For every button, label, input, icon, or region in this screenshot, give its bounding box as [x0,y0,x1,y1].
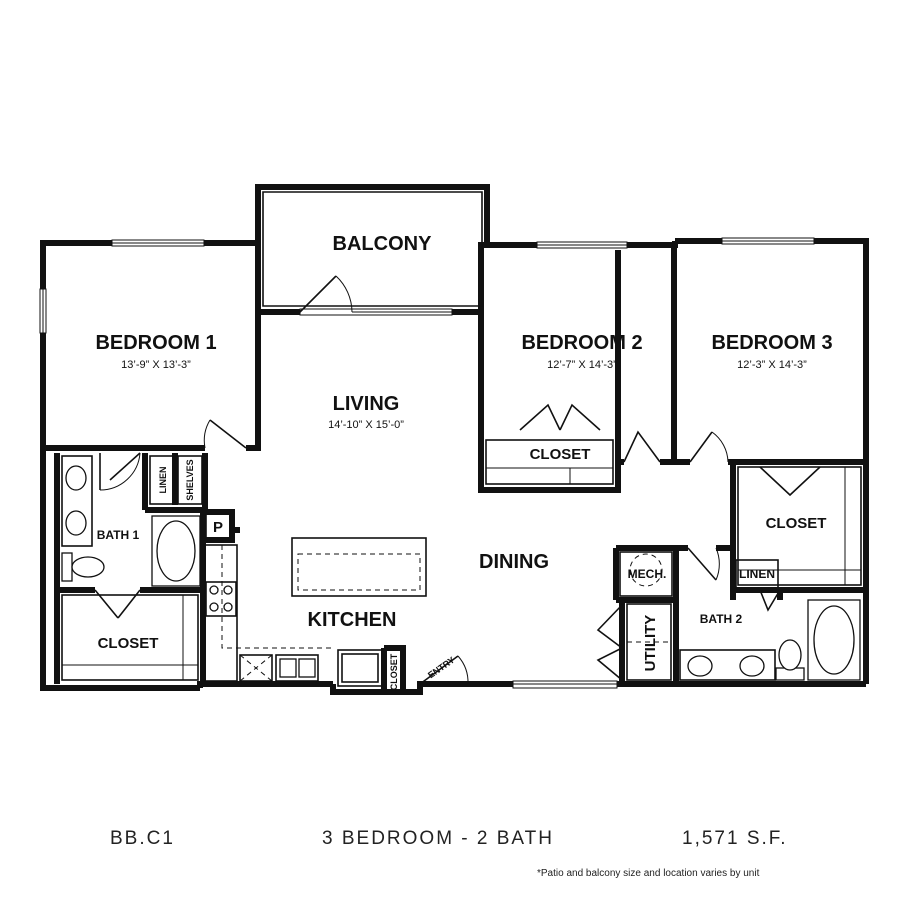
room-dims-living: 14’-10” X 15’-0” [328,419,404,431]
room-label-bedroom-2: BEDROOM 2 [521,332,642,354]
room-label-bath-2: BATH 2 [700,612,743,626]
room-labels: BALCONY BEDROOM 1 13’-9” X 13’-3” BEDROO… [95,233,832,690]
room-label-shelves: SHELVES [185,459,195,500]
room-label-linen-2: LINEN [739,567,775,581]
closet-details [61,439,862,681]
room-dims-bedroom-3: 12’-3” X 14’-3” [737,359,807,371]
interior-walls [43,243,866,692]
room-dims-bedroom-2: 12’-7” X 14’-3” [547,359,617,371]
room-label-mech: MECH. [628,567,667,581]
footnote: *Patio and balcony size and location var… [537,868,760,879]
room-label-balcony: BALCONY [333,233,433,255]
room-label-linen-1: LINEN [158,467,168,494]
room-label-dining: DINING [479,551,549,573]
room-label-utility: UTILITY [642,615,659,672]
fixtures [61,455,861,687]
room-label-closet-bedroom-3: CLOSET [766,515,827,532]
room-label-pantry: P [213,519,223,536]
unit-type: 3 BEDROOM - 2 BATH [322,828,555,849]
unit-code: BB.C1 [110,828,175,849]
room-label-closet-entry: CLOSET [389,653,399,690]
room-label-entry: ENTRY [426,655,456,680]
room-dims-bedroom-1: 13’-9” X 13’-3” [121,359,191,371]
unit-area: 1,571 S.F. [682,828,788,849]
room-label-bedroom-3: BEDROOM 3 [711,332,832,354]
room-label-bedroom-1: BEDROOM 1 [95,332,216,354]
doors [94,275,821,685]
room-label-bath-1: BATH 1 [97,528,140,542]
room-label-closet-bath-1: CLOSET [98,635,159,652]
exterior-walls [40,184,869,695]
room-label-kitchen: KITCHEN [308,609,397,631]
room-label-closet-bedroom-2: CLOSET [530,446,591,463]
room-label-living: LIVING [333,393,400,415]
